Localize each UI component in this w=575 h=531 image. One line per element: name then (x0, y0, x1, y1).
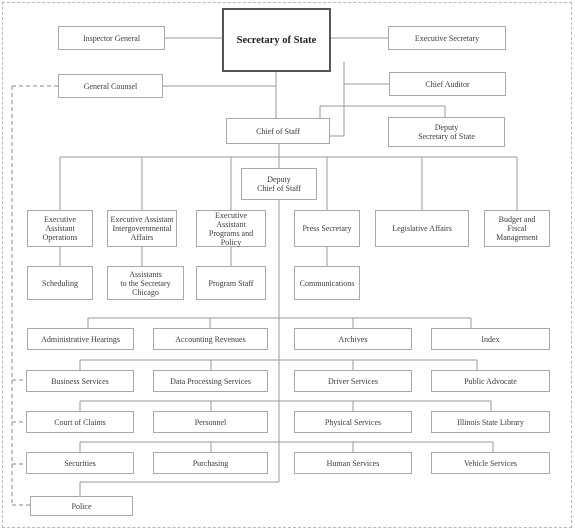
node-label: Business Services (51, 376, 109, 386)
node-label: Executive Assistant Intergovernmental Af… (110, 215, 174, 242)
node-label: Executive Assistant Operations (42, 215, 78, 242)
node-secretary-of-state: Secretary of State (222, 8, 331, 72)
node-label: Secretary of State (236, 34, 317, 46)
node-executive-secretary: Executive Secretary (388, 26, 506, 50)
node-label: Deputy Secretary of State (418, 123, 475, 141)
node-driver-services: Driver Services (294, 370, 412, 392)
node-label: Purchasing (192, 458, 229, 468)
node-label: Personnel (194, 417, 227, 427)
node-general-counsel: General Counsel (58, 74, 163, 98)
node-label: Legislative Affairs (392, 224, 452, 233)
node-label: Executive Assistant Programs and Policy (208, 210, 254, 247)
node-ea-intergovernmental: Executive Assistant Intergovernmental Af… (107, 210, 177, 247)
node-vehicle-services: Vehicle Services (431, 452, 550, 474)
node-administrative-hearings: Administrative Hearings (27, 328, 134, 350)
node-business-services: Business Services (26, 370, 134, 392)
node-legislative-affairs: Legislative Affairs (375, 210, 469, 247)
node-label: Driver Services (328, 376, 378, 386)
node-label: Police (71, 501, 92, 511)
node-label: Chief Auditor (425, 79, 470, 89)
node-human-services: Human Services (294, 452, 412, 474)
node-index: Index (431, 328, 550, 350)
node-label: Data Processing Services (170, 376, 251, 386)
node-label: Inspector General (82, 33, 141, 43)
node-chief-auditor: Chief Auditor (389, 72, 506, 96)
node-purchasing: Purchasing (153, 452, 268, 474)
node-label: Assistants to the Secretary Chicago (120, 269, 171, 297)
node-personnel: Personnel (153, 411, 268, 433)
node-label: Public Advocate (464, 376, 517, 386)
node-label: Archives (338, 334, 368, 344)
node-chief-of-staff: Chief of Staff (226, 118, 330, 144)
node-label: Accounting Revenues (175, 334, 246, 344)
node-police: Police (30, 496, 133, 516)
node-label: Index (481, 334, 500, 344)
node-archives: Archives (294, 328, 412, 350)
node-press-secretary: Press Secretary (294, 210, 360, 247)
node-label: Press Secretary (302, 224, 352, 233)
node-label: Program Staff (208, 278, 254, 288)
node-data-processing-services: Data Processing Services (153, 370, 268, 392)
node-label: General Counsel (83, 81, 138, 91)
node-court-of-claims: Court of Claims (26, 411, 134, 433)
node-physical-services: Physical Services (294, 411, 412, 433)
node-securities: Securities (26, 452, 134, 474)
node-assistants-chicago: Assistants to the Secretary Chicago (107, 266, 184, 300)
node-deputy-chief-of-staff: Deputy Chief of Staff (241, 168, 317, 200)
node-label: Administrative Hearings (41, 334, 120, 344)
node-communications: Communications (294, 266, 360, 300)
node-label: Illinois State Library (457, 417, 524, 427)
node-label: Budget and Fiscal Management (496, 215, 538, 242)
node-label: Executive Secretary (414, 33, 480, 43)
node-label: Chief of Staff (256, 126, 300, 136)
node-illinois-state-library: Illinois State Library (431, 411, 550, 433)
node-program-staff: Program Staff (196, 266, 266, 300)
node-budget-fiscal: Budget and Fiscal Management (484, 210, 550, 247)
node-label: Scheduling (42, 278, 78, 288)
node-public-advocate: Public Advocate (431, 370, 550, 392)
node-ea-operations: Executive Assistant Operations (27, 210, 93, 247)
node-label: Human Services (326, 458, 380, 468)
node-inspector-general: Inspector General (58, 26, 165, 50)
node-label: Communications (299, 278, 355, 288)
node-deputy-secretary: Deputy Secretary of State (388, 117, 505, 147)
node-label: Physical Services (324, 417, 382, 427)
node-scheduling: Scheduling (27, 266, 93, 300)
node-label: Court of Claims (54, 417, 106, 427)
node-ea-programs: Executive Assistant Programs and Policy (196, 210, 266, 247)
node-label: Securities (64, 458, 96, 468)
node-accounting-revenues: Accounting Revenues (153, 328, 268, 350)
node-label: Deputy Chief of Staff (257, 175, 301, 193)
node-label: Vehicle Services (463, 458, 518, 468)
